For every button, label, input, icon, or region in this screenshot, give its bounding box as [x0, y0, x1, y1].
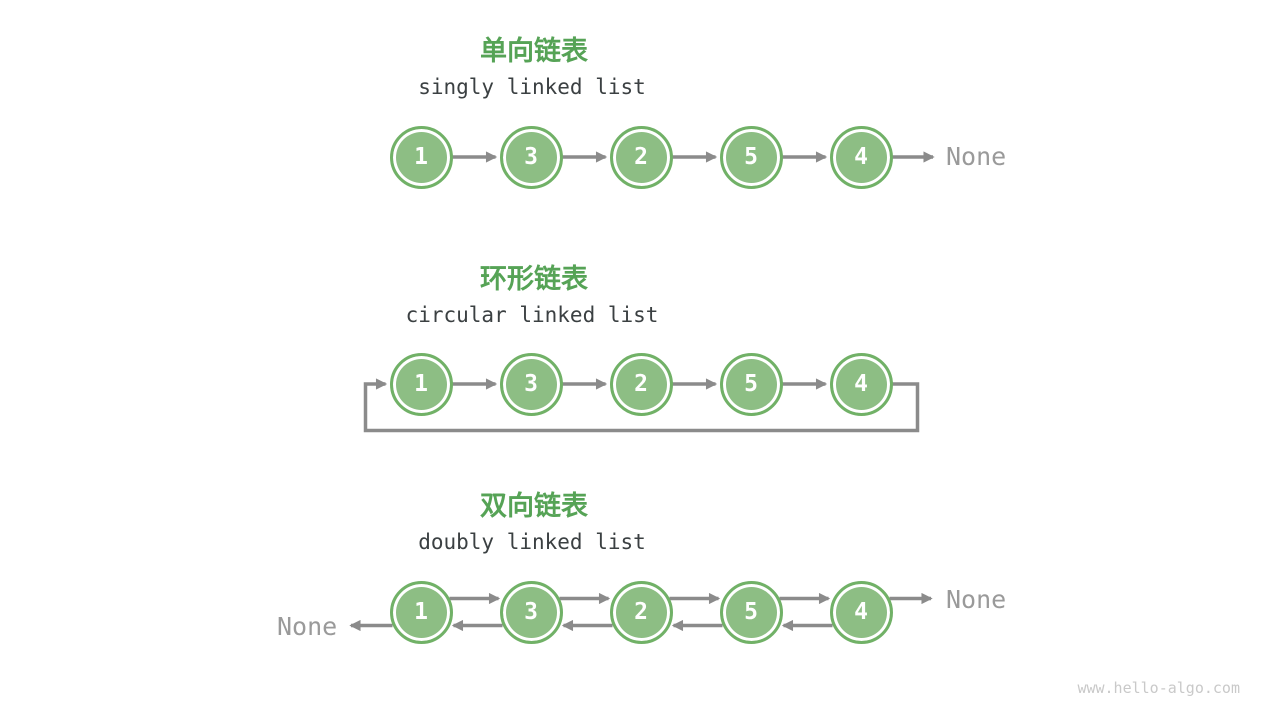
node-circle: 4: [829, 352, 893, 416]
node-circle: 3: [499, 352, 563, 416]
node-circle: 1: [389, 125, 453, 189]
singly-title-en: singly linked list: [418, 75, 646, 99]
doubly-head-none-label: None: [277, 612, 338, 641]
circular-title-zh: 环形链表: [480, 264, 588, 295]
node-circle: 5: [719, 580, 783, 644]
singly-none-label: None: [946, 142, 1007, 171]
circular-title-en: circular linked list: [405, 303, 659, 327]
node-circle: 5: [719, 125, 783, 189]
node-circle: 1: [389, 580, 453, 644]
doubly-tail-none-label: None: [946, 585, 1007, 614]
node-circle: 4: [829, 125, 893, 189]
doubly-title-en: doubly linked list: [418, 530, 646, 554]
node-circle: 2: [609, 352, 673, 416]
node-circle: 1: [389, 352, 453, 416]
node-circle: 3: [499, 580, 563, 644]
node-circle: 5: [719, 352, 783, 416]
doubly-title-zh: 双向链表: [480, 491, 588, 522]
node-circle: 2: [609, 125, 673, 189]
singly-title-zh: 单向链表: [480, 36, 588, 67]
node-circle: 3: [499, 125, 563, 189]
node-circle: 4: [829, 580, 893, 644]
site-watermark: www.hello-algo.com: [1077, 679, 1240, 697]
node-circle: 2: [609, 580, 673, 644]
